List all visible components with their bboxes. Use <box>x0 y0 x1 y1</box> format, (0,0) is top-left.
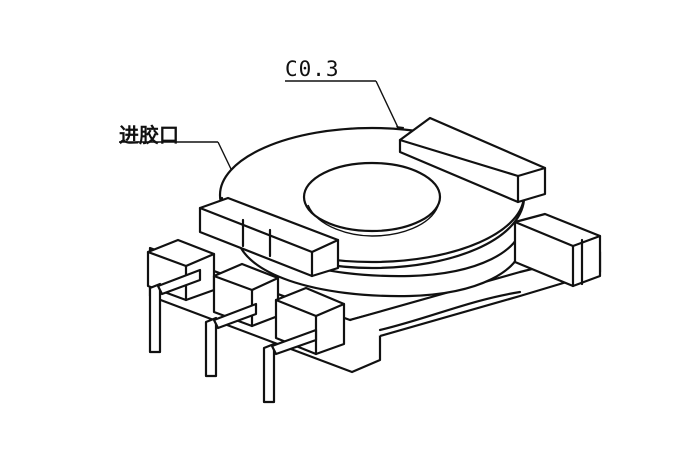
center-hole <box>302 161 442 233</box>
gate-block <box>198 196 340 278</box>
pin-post-1 <box>146 238 216 354</box>
right-terminal-block <box>398 116 602 288</box>
pin-post-3 <box>262 286 346 404</box>
gate-annotation: 进胶口 <box>119 123 179 147</box>
chamfer-annotation: C0.3 <box>285 57 340 81</box>
pin-post-2 <box>204 262 280 378</box>
